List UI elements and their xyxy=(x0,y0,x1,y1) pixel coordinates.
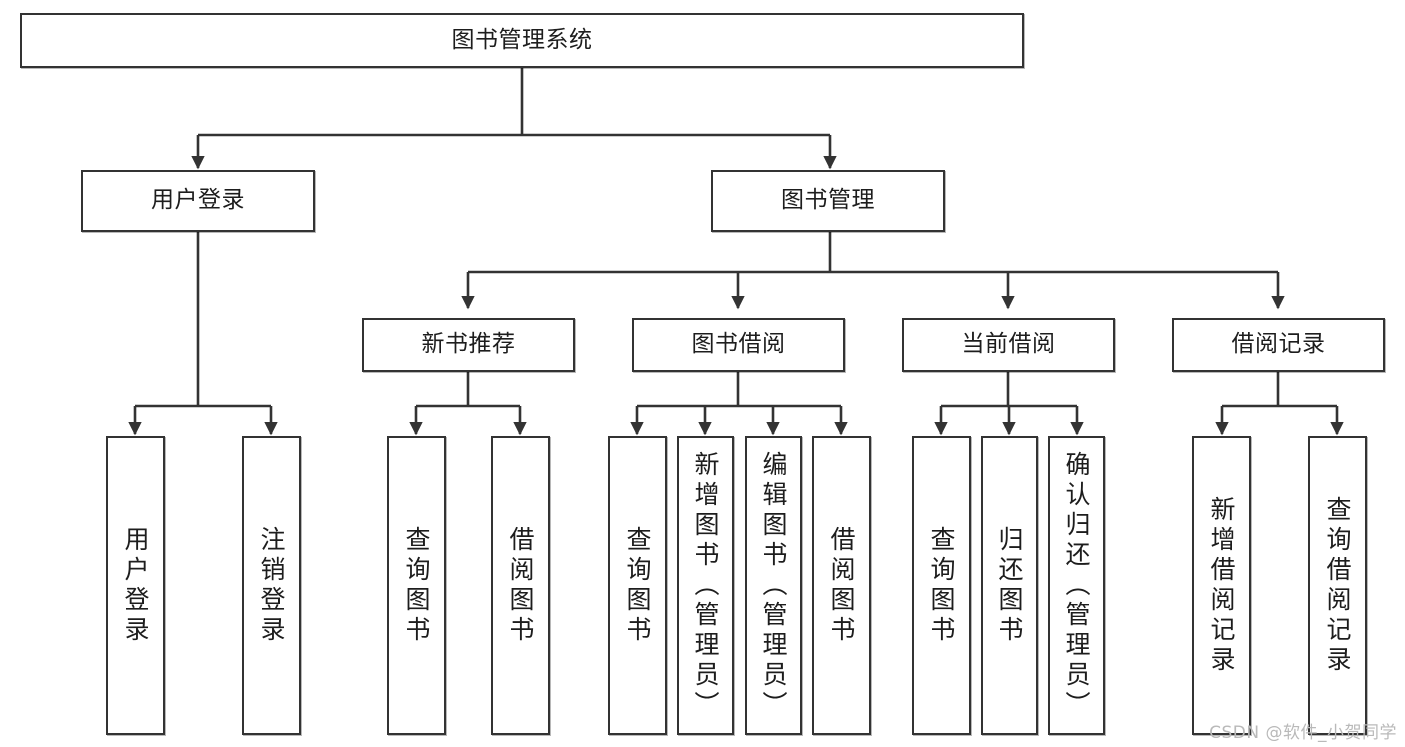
node-leaf-query-book-current[interactable]: 查询图书 xyxy=(912,436,971,735)
node-label: 图书管理系统 xyxy=(451,26,593,53)
node-leaf-borrow-book[interactable]: 借阅图书 xyxy=(812,436,871,735)
node-book-management[interactable]: 图书管理 xyxy=(711,170,945,232)
node-label: 当前借阅 xyxy=(961,331,1056,358)
node-label: 图书管理 xyxy=(781,187,875,214)
node-label: 图书借阅 xyxy=(691,331,786,358)
node-borrow-record[interactable]: 借阅记录 xyxy=(1172,318,1385,372)
node-leaf-user-login[interactable]: 用户登录 xyxy=(106,436,165,735)
node-book-borrow[interactable]: 图书借阅 xyxy=(632,318,845,372)
node-leaf-query-borrow-record[interactable]: 查询借阅记录 xyxy=(1308,436,1367,735)
node-leaf-query-book-borrow[interactable]: 查询图书 xyxy=(608,436,667,735)
node-leaf-edit-book-admin[interactable]: 编辑图书（管理员） xyxy=(745,436,802,735)
node-label: 确认归还（管理员） xyxy=(1062,450,1091,721)
node-leaf-query-book-recommend[interactable]: 查询图书 xyxy=(387,436,446,735)
node-leaf-confirm-return-admin[interactable]: 确认归还（管理员） xyxy=(1048,436,1105,735)
node-leaf-borrow-book-recommend[interactable]: 借阅图书 xyxy=(491,436,550,735)
node-user-login[interactable]: 用户登录 xyxy=(81,170,315,232)
node-label: 新增图书（管理员） xyxy=(691,450,720,721)
node-label: 查询图书 xyxy=(623,525,652,646)
node-label: 借阅记录 xyxy=(1231,331,1326,358)
node-label: 借阅图书 xyxy=(506,525,535,646)
node-leaf-add-borrow-record[interactable]: 新增借阅记录 xyxy=(1192,436,1251,735)
node-new-book-recommend[interactable]: 新书推荐 xyxy=(362,318,575,372)
node-label: 编辑图书（管理员） xyxy=(759,450,788,721)
node-leaf-logout-login[interactable]: 注销登录 xyxy=(242,436,301,735)
node-label: 新书推荐 xyxy=(421,331,516,358)
node-label: 新增借阅记录 xyxy=(1207,495,1236,676)
node-root-book-management-system[interactable]: 图书管理系统 xyxy=(20,13,1024,68)
node-label: 查询图书 xyxy=(402,525,431,646)
node-label: 注销登录 xyxy=(257,525,286,646)
node-label: 用户登录 xyxy=(151,187,245,214)
node-leaf-add-book-admin[interactable]: 新增图书（管理员） xyxy=(677,436,734,735)
node-label: 查询图书 xyxy=(927,525,956,646)
node-leaf-return-book[interactable]: 归还图书 xyxy=(981,436,1038,735)
node-label: 借阅图书 xyxy=(827,525,856,646)
node-label: 查询借阅记录 xyxy=(1323,495,1352,676)
node-current-borrow[interactable]: 当前借阅 xyxy=(902,318,1115,372)
csdn-watermark: CSDN @软件_小贺同学 xyxy=(1209,723,1397,743)
node-label: 归还图书 xyxy=(995,525,1024,646)
node-label: 用户登录 xyxy=(121,525,150,646)
